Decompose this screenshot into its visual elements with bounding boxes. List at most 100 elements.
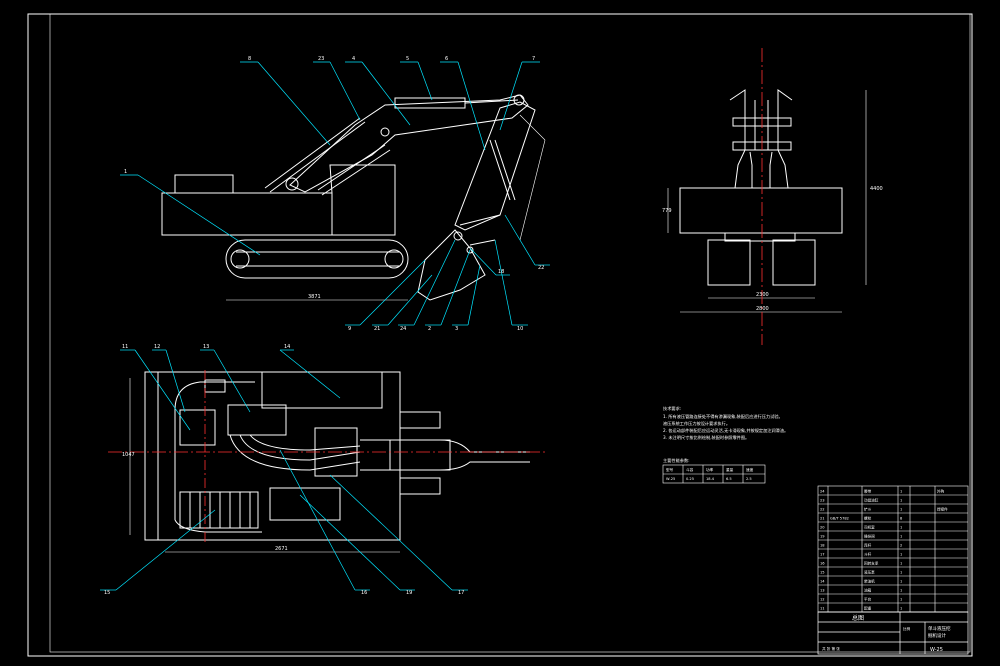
bom-cell: 17 xyxy=(820,553,825,557)
table-cell: 0.25 xyxy=(686,477,694,481)
drawing-number: W-25 xyxy=(930,647,943,653)
bom-cell: 动臂油缸 xyxy=(864,498,879,503)
side-view-leaders xyxy=(120,61,550,326)
drawing-name: 掘机设计 xyxy=(928,632,946,639)
bom-cell: 斗杆 xyxy=(864,552,872,557)
dimension-label: 3871 xyxy=(308,294,321,300)
bom-cell: 1 xyxy=(900,490,902,494)
callout-label: 18 xyxy=(498,269,504,275)
bom-cell: 回转支承 xyxy=(864,561,879,566)
bom-cell: 操纵阀 xyxy=(864,534,875,539)
dimension-label: 2300 xyxy=(756,292,769,298)
bom-cell: 连杆 xyxy=(864,543,872,548)
drawing-name: 单斗液压挖 xyxy=(928,625,951,632)
performance-table-cells: 型号 斗容 功率 重量 速度 W-25 0.25 18.4 6.5 2.5 xyxy=(666,467,754,481)
drawing-title: 总图 xyxy=(852,614,864,622)
bom-cell: 18 xyxy=(820,544,825,548)
bom-cell: 24 xyxy=(820,490,825,494)
tech-note: 1. 所有液压管路连接处不得有渗漏现象,装配后应进行压力试验。 xyxy=(663,413,783,420)
inner-frame xyxy=(49,13,971,653)
performance-table xyxy=(662,464,766,484)
tech-note: 液压系统工作压力按设计要求执行。 xyxy=(663,420,730,427)
callout-label: 15 xyxy=(104,590,110,596)
callout-label: 12 xyxy=(154,344,160,350)
callout-label: 7 xyxy=(532,56,535,62)
scale-label: 比例 xyxy=(903,626,911,631)
callout-label: 8 xyxy=(248,56,251,62)
bom-cell: 柴油机 xyxy=(864,579,875,584)
table-cell: W-25 xyxy=(666,477,675,481)
callout-label: 1 xyxy=(124,169,127,175)
callout-label: 22 xyxy=(538,265,544,271)
bom-cell: 焊接件 xyxy=(937,507,948,512)
bom-cell: 12 xyxy=(820,598,825,602)
side-view-callout-labels: 8 23 4 5 6 7 1 9 21 24 2 3 10 22 18 3871 xyxy=(124,56,544,332)
callout-label: 2 xyxy=(428,326,431,332)
front-view-dim-labels: 4400 779 2300 2800 xyxy=(662,186,883,312)
bom-cell: 11 xyxy=(820,607,825,611)
front-view xyxy=(667,89,867,313)
table-cell: 重量 xyxy=(726,467,734,472)
bom-cell: 配重 xyxy=(864,606,872,611)
bom-cell: 23 xyxy=(820,499,825,503)
bom-cell: 1 xyxy=(900,571,902,575)
callout-label: 24 xyxy=(400,326,406,332)
callout-label: 9 xyxy=(348,326,351,332)
table-cell: 型号 xyxy=(666,467,674,472)
callout-label: 13 xyxy=(203,344,209,350)
bom-cell: 履带 xyxy=(864,489,872,494)
dimension-label: 2800 xyxy=(756,306,769,312)
callout-label: 4 xyxy=(352,56,355,62)
callout-label: 5 xyxy=(406,56,409,62)
bom-cell: 1 xyxy=(900,553,902,557)
bom-cell: GB/T 5782 xyxy=(830,517,849,521)
bom-cell: 平台 xyxy=(864,597,872,602)
bom-cell: 19 xyxy=(820,535,825,539)
bom-cell: 1 xyxy=(900,607,902,611)
tech-title: 技术要求: xyxy=(663,405,681,412)
bom-cell: 1 xyxy=(900,589,902,593)
bom-cell: 13 xyxy=(820,589,825,593)
bom-cell: 1 xyxy=(900,499,902,503)
callout-label: 6 xyxy=(445,56,448,62)
callout-label: 11 xyxy=(122,344,128,350)
bom-cell: 8 xyxy=(900,517,903,521)
callout-label: 3 xyxy=(455,326,458,332)
bom-cell: 20 xyxy=(820,526,825,530)
bom-cell: 螺栓 xyxy=(864,516,872,521)
bom-cell: 外购 xyxy=(937,489,945,494)
bom-cell: 1 xyxy=(900,526,902,530)
table-cell: 速度 xyxy=(746,467,754,472)
side-view xyxy=(161,94,546,301)
callout-label: 17 xyxy=(458,590,464,596)
callout-label: 19 xyxy=(406,590,412,596)
bom-cell: 液压泵 xyxy=(864,570,875,575)
bom-cell: 1 xyxy=(900,508,902,512)
dimension-label: 2671 xyxy=(275,546,288,552)
table-cell: 2.5 xyxy=(746,477,752,481)
bom-cell: 1 xyxy=(900,598,902,602)
bom-cell: 司机室 xyxy=(864,525,875,530)
bom-cell: 1 xyxy=(900,535,902,539)
bom-cell: 2 xyxy=(900,544,902,548)
table-cell: 6.5 xyxy=(726,477,732,481)
tech-note: 3. 未注明尺寸按比例绘制,装配时参照零件图。 xyxy=(663,434,749,441)
callout-label: 10 xyxy=(517,326,523,332)
tech-note: 2. 各运动部件装配后应运动灵活,无卡滞现象,并按规定加注润滑油。 xyxy=(663,427,788,434)
bom-cell: 14 xyxy=(820,580,825,584)
title-block xyxy=(817,611,969,655)
bom-cell: 1 xyxy=(900,562,902,566)
bom-cell: 21 xyxy=(820,517,825,521)
bom-rows: 24 履带 1 外购 23 动臂油缸 12 2 铲斗 1 焊接件 21 GB/T 5782 螺栓 8 20 司机… xyxy=(818,489,968,613)
bom-cell: 15 xyxy=(820,571,825,575)
bom-cell: 铲斗 xyxy=(864,507,872,512)
table-cell: 斗容 xyxy=(686,467,694,472)
technical-requirements: 技术要求: 1. 所有液压管路连接处不得有渗漏现象,装配后应进行压力试验。 液压… xyxy=(663,405,788,464)
callout-label: 16 xyxy=(361,590,367,596)
bom-cell: 16 xyxy=(820,562,825,566)
table-cell: 功率 xyxy=(706,467,714,472)
callout-label: 23 xyxy=(318,56,324,62)
callout-label: 14 xyxy=(284,344,290,350)
perf-title: 主要性能参数: xyxy=(663,457,690,464)
